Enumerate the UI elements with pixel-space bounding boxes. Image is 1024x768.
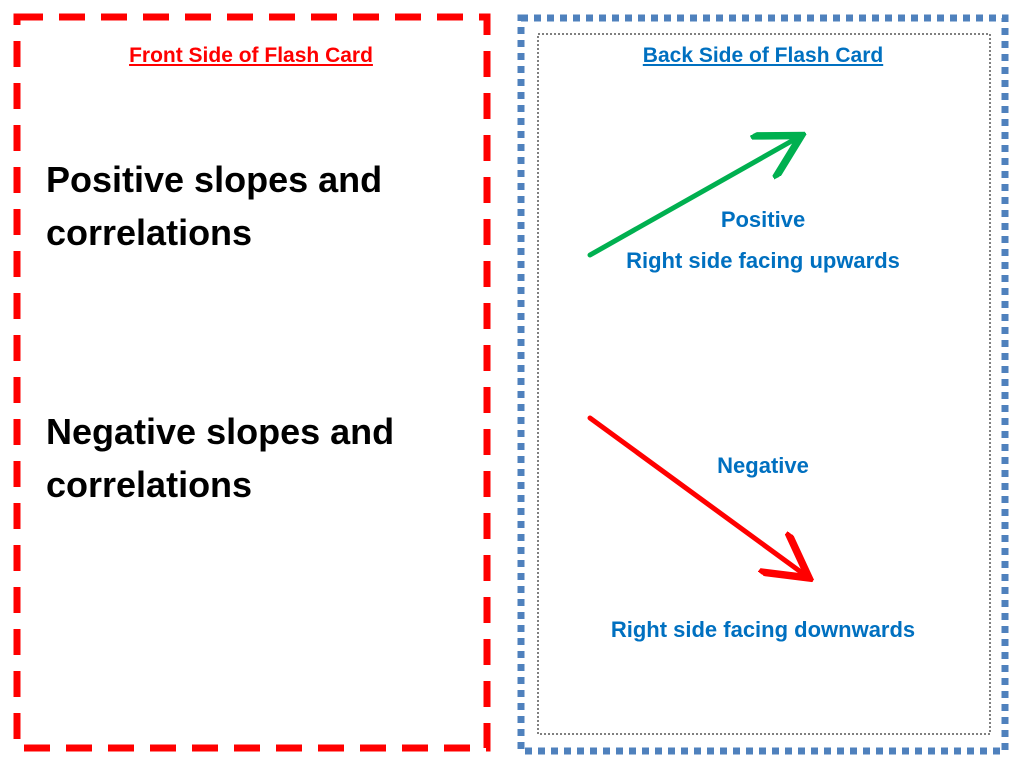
front-term-positive: Positive slopes and correlations: [46, 159, 383, 253]
front-term-negative: Negative slopes and correlations: [46, 411, 395, 505]
back-card-outer-border: [517, 14, 1009, 755]
front-card-border: [13, 13, 491, 752]
negative-label: Negative: [717, 453, 809, 478]
positive-description: Right side facing upwards: [626, 248, 900, 273]
negative-slope-arrow-icon: [587, 415, 805, 575]
back-card-title: Back Side of Flash Card: [642, 44, 884, 67]
back-card-inner-border: [537, 33, 991, 735]
front-card-title: Front Side of Flash Card: [129, 44, 373, 67]
negative-description: Right side facing downwards: [610, 617, 916, 642]
positive-label: Positive: [720, 207, 806, 232]
positive-slope-arrow-icon: [587, 138, 797, 258]
